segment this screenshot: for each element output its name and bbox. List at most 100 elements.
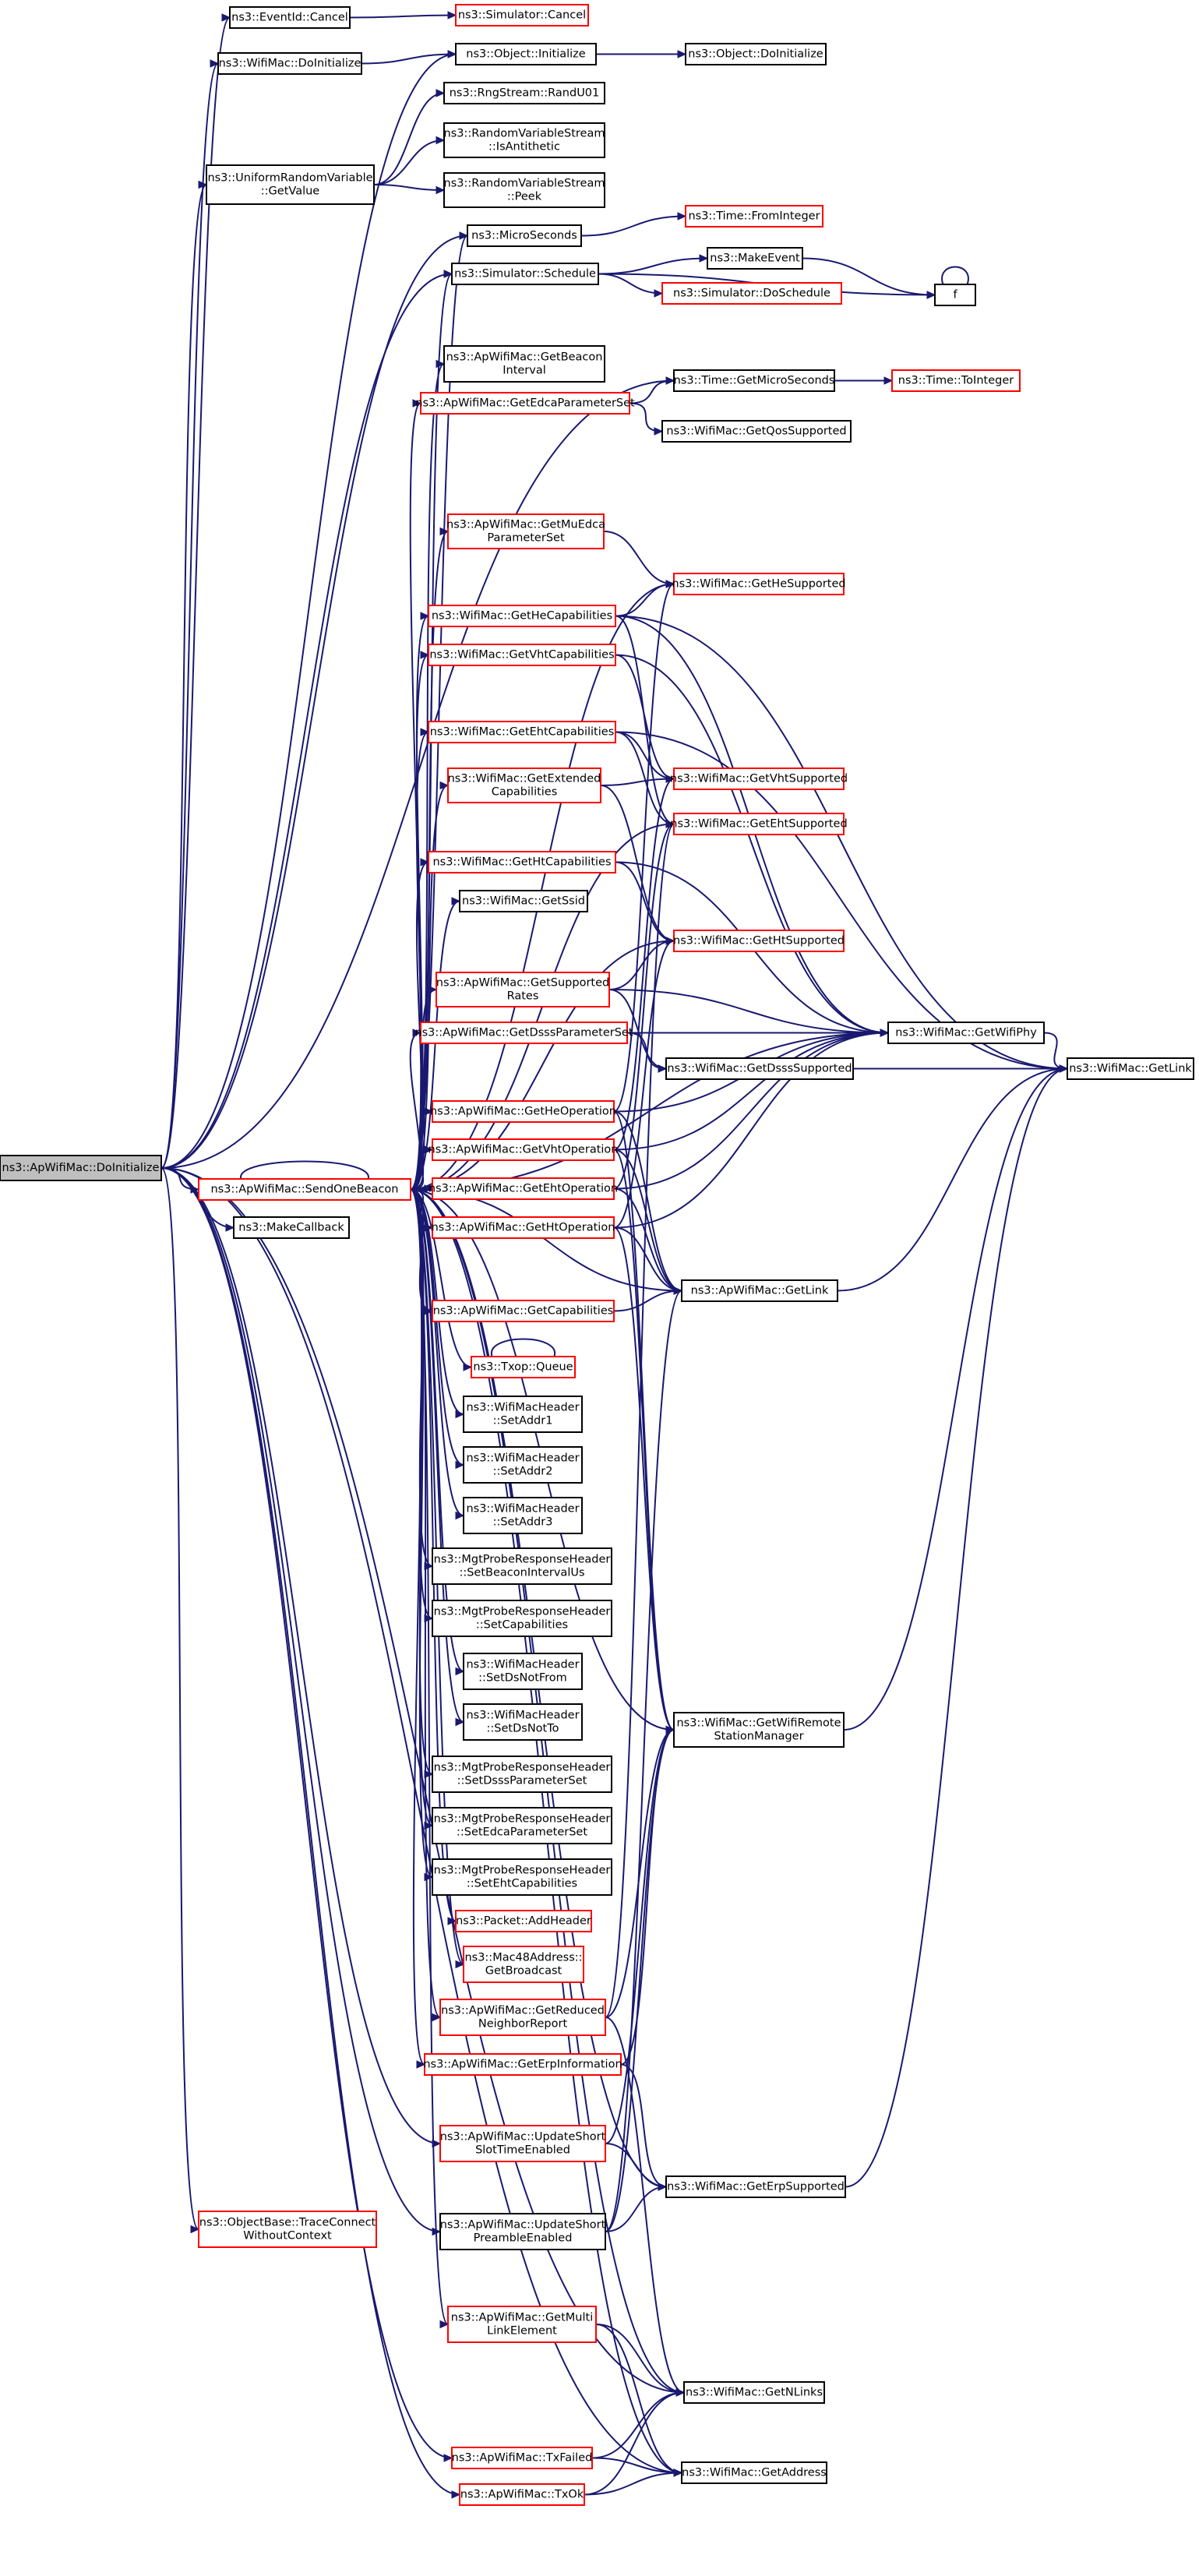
edge-line [598, 273, 663, 295]
node-setAddr2[interactable]: ns3::WifiMacHeader::SetAddr2 [463, 1446, 583, 1484]
edge-line [160, 53, 457, 1169]
node-randU01[interactable]: ns3::RngStream::RandU01 [443, 82, 605, 104]
node-ehtOp[interactable]: ns3::ApWifiMac::GetEhtOperation [428, 1177, 618, 1200]
node-setAddr3[interactable]: ns3::WifiMacHeader::SetAddr3 [463, 1497, 583, 1534]
node-getCap[interactable]: ns3::ApWifiMac::GetCapabilities [432, 1300, 615, 1322]
node-ssid[interactable]: ns3::WifiMac::GetSsid [459, 890, 588, 912]
node-isAnti[interactable]: ns3::RandomVariableStream::IsAntithetic [443, 122, 605, 158]
node-vhtCap[interactable]: ns3::WifiMac::GetVhtCapabilities [428, 644, 616, 666]
node-setCaps[interactable]: ns3::MgtProbeResponseHeader::SetCapabili… [432, 1600, 612, 1637]
call-edge-vhtOp-vhtSup [613, 775, 675, 1151]
node-remoteMgr[interactable]: ns3::WifiMac::GetWifiRemoteStationManage… [673, 1712, 845, 1748]
node-label: ::SetAddr2 [493, 1466, 553, 1478]
node-vhtSup[interactable]: ns3::WifiMac::GetVhtSupported [670, 768, 848, 790]
node-ehtCap[interactable]: ns3::WifiMac::GetEhtCapabilities [428, 721, 616, 743]
node-qosSup[interactable]: ns3::WifiMac::GetQosSupported [661, 420, 852, 443]
node-htSup[interactable]: ns3::WifiMac::GetHtSupported [673, 930, 845, 952]
node-heSup[interactable]: ns3::WifiMac::GetHeSupported [672, 573, 846, 595]
node-txopQueue[interactable]: ns3::Txop::Queue [471, 1356, 576, 1378]
node-updPreamble[interactable]: ns3::ApWifiMac::UpdateShortPreambleEnabl… [439, 2213, 606, 2250]
edge-arrowhead [221, 13, 231, 22]
node-fromInt[interactable]: ns3::Time::FromInteger [685, 205, 823, 228]
node-label: ns3::ApWifiMac::TxOk [460, 2489, 584, 2501]
node-label: ns3::UniformRandomVariable [207, 172, 372, 185]
node-setDsNotTo[interactable]: ns3::WifiMacHeader::SetDsNotTo [463, 1703, 583, 1741]
node-traceConnect[interactable]: ns3::ObjectBase::TraceConnectWithoutCont… [198, 2211, 377, 2248]
node-htOp[interactable]: ns3::ApWifiMac::GetHtOperation [432, 1216, 615, 1239]
node-box [432, 1216, 615, 1239]
call-edge-txFailed-nLinks [591, 2388, 686, 2459]
node-wifiDoInit[interactable]: ns3::WifiMac::DoInitialize [217, 52, 362, 75]
node-label: ns3::ApWifiMac::UpdateShort [440, 2219, 606, 2232]
node-doSchedule[interactable]: ns3::Simulator::DoSchedule [661, 282, 842, 305]
node-objDoInit[interactable]: ns3::Object::DoInitialize [685, 43, 827, 65]
node-wifiPhy[interactable]: ns3::WifiMac::GetWifiPhy [887, 1022, 1045, 1044]
node-sendBeacon[interactable]: ns3::ApWifiMac::SendOneBeacon [198, 1178, 411, 1201]
node-getEdca[interactable]: ns3::ApWifiMac::GetEdcaParameterSet [415, 392, 635, 415]
node-makeCb[interactable]: ns3::MakeCallback [233, 1216, 350, 1239]
edge-line [615, 861, 675, 942]
call-edge-sendBeacon-heOp [410, 1107, 434, 1191]
node-simCancel[interactable]: ns3::Simulator::Cancel [455, 4, 589, 26]
node-label: ns3::ApWifiMac::GetEhtOperation [428, 1183, 618, 1195]
node-micro[interactable]: ns3::MicroSeconds [467, 224, 582, 247]
node-addHeader[interactable]: ns3::Packet::AddHeader [455, 1910, 592, 1932]
node-heOp[interactable]: ns3::ApWifiMac::GetHeOperation [430, 1100, 616, 1123]
node-setEht[interactable]: ns3::MgtProbeResponseHeader::SetEhtCapab… [432, 1858, 612, 1896]
node-updSlot[interactable]: ns3::ApWifiMac::UpdateShortSlotTimeEnabl… [439, 2125, 606, 2162]
edge-line [160, 1167, 460, 2496]
node-txOk[interactable]: ns3::ApWifiMac::TxOk [459, 2483, 585, 2506]
node-setEdca[interactable]: ns3::MgtProbeResponseHeader::SetEdcaPara… [432, 1807, 612, 1844]
edge-line [160, 1167, 441, 2144]
node-setDsss[interactable]: ns3::MgtProbeResponseHeader::SetDsssPara… [432, 1756, 612, 1793]
node-box [432, 1177, 615, 1200]
call-edge-wifiPhy-getLink [1043, 1032, 1069, 1073]
node-erpSup[interactable]: ns3::WifiMac::GetErpSupported [665, 2175, 846, 2198]
node-label: ns3::WifiMac::GetEhtSupported [670, 818, 847, 831]
node-peek[interactable]: ns3::RandomVariableStream::Peek [443, 172, 605, 208]
node-toInteger[interactable]: ns3::Time::ToInteger [891, 369, 1021, 392]
call-edge-schedule-makeEvent [598, 254, 709, 275]
node-dsssParam[interactable]: ns3::ApWifiMac::GetDsssParameterSet [414, 1022, 633, 1044]
node-f[interactable]: f [934, 284, 976, 306]
node-setDsNotFrom[interactable]: ns3::WifiMacHeader::SetDsNotFrom [463, 1653, 583, 1690]
node-setAddr1[interactable]: ns3::WifiMacHeader::SetAddr1 [463, 1396, 583, 1433]
node-getAddress[interactable]: ns3::WifiMac::GetAddress [681, 2461, 827, 2484]
node-box [665, 2175, 846, 2198]
edge-line [615, 731, 675, 780]
node-root[interactable]: ns3::ApWifiMac::DoInitialize [0, 1155, 162, 1181]
node-makeEvent[interactable]: ns3::MakeEvent [707, 247, 803, 270]
edge-arrowhead [443, 270, 453, 278]
edge-arrowhead [436, 359, 446, 369]
node-box [428, 851, 616, 873]
edge-line [410, 861, 429, 1191]
node-nLinks[interactable]: ns3::WifiMac::GetNLinks [683, 2381, 825, 2404]
edge-arrowhead [463, 1363, 473, 1371]
node-getLink[interactable]: ns3::WifiMac::GetLink [1067, 1057, 1194, 1080]
node-uniform[interactable]: ns3::UniformRandomVariable::GetValue [206, 164, 375, 205]
edge-line [160, 184, 207, 1169]
edge-arrowhead [436, 89, 446, 97]
node-eventCancel[interactable]: ns3::EventId::Cancel [229, 6, 351, 29]
node-objInit[interactable]: ns3::Object::Initialize [455, 43, 597, 65]
node-vhtOp[interactable]: ns3::ApWifiMac::GetVhtOperation [428, 1138, 619, 1161]
node-apGetLink[interactable]: ns3::ApWifiMac::GetLink [681, 1279, 838, 1302]
node-erpInfo[interactable]: ns3::ApWifiMac::GetErpInformation [423, 2053, 622, 2076]
node-getMicroSec[interactable]: ns3::Time::GetMicroSeconds [673, 369, 835, 392]
node-htCap[interactable]: ns3::WifiMac::GetHtCapabilities [428, 851, 616, 873]
node-heCap[interactable]: ns3::WifiMac::GetHeCapabilities [428, 605, 616, 627]
node-schedule[interactable]: ns3::Simulator::Schedule [451, 263, 599, 285]
node-ehtSup[interactable]: ns3::WifiMac::GetEhtSupported [670, 813, 848, 835]
node-txFailed[interactable]: ns3::ApWifiMac::TxFailed [451, 2447, 593, 2469]
node-broadcast[interactable]: ns3::Mac48Address::GetBroadcast [463, 1946, 584, 1983]
node-setBeaconInt[interactable]: ns3::MgtProbeResponseHeader::SetBeaconIn… [432, 1547, 612, 1585]
node-box [683, 2381, 825, 2404]
edge-arrowhead [665, 580, 675, 588]
node-dsssSup[interactable]: ns3::WifiMac::GetDsssSupported [665, 1057, 854, 1080]
